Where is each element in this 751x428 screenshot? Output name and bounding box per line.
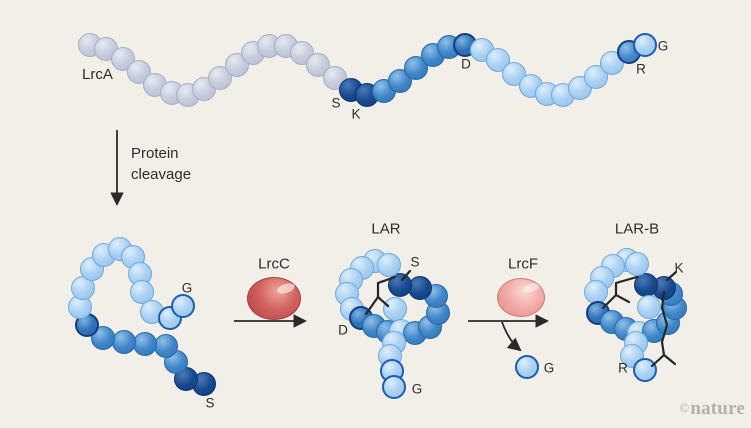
- top_chain-residue-label: G: [657, 38, 669, 54]
- nature-wordmark: nature: [690, 398, 745, 419]
- larb-bead: [637, 295, 661, 319]
- copyright-symbol: ©: [679, 400, 690, 415]
- larb-crosslink-bond: [614, 293, 631, 304]
- cleavage-caption-line1: Protein: [131, 145, 179, 162]
- folded_peptide-bead: [174, 367, 198, 391]
- folded_peptide-bead: [71, 276, 95, 300]
- lar-bead: [383, 297, 407, 321]
- top_chain-bead: [274, 34, 298, 58]
- lar-residue-label: G: [411, 381, 423, 397]
- folded_peptide-residue-label: S: [205, 395, 215, 411]
- lar-bead: [382, 375, 406, 399]
- enzyme-lrcf-label: LrcF: [508, 255, 538, 273]
- product-lar-title: LAR: [371, 220, 401, 238]
- top_chain-residue-label: D: [461, 56, 471, 72]
- folded_peptide-bead: [133, 332, 157, 356]
- larb-bead: [625, 252, 649, 276]
- released_glycine-residue-label: G: [543, 360, 555, 376]
- lar-residue-label: D: [338, 322, 348, 338]
- lar-residue-label: S: [410, 254, 420, 270]
- lar-bead: [408, 276, 432, 300]
- larb-residue-label: K: [674, 260, 684, 276]
- released_glycine-bead: [515, 355, 539, 379]
- folded_peptide-bead: [171, 294, 195, 318]
- larb-residue-label: R: [618, 360, 628, 376]
- larb-bead: [634, 273, 658, 297]
- enzyme-lrcc-oval: [247, 277, 301, 320]
- top_chain-residue-label: R: [636, 61, 646, 77]
- folded_peptide-bead: [80, 257, 104, 281]
- cleavage-caption: Protein cleavage: [131, 143, 191, 185]
- folded_peptide-bead: [112, 330, 136, 354]
- lar-bead: [377, 253, 401, 277]
- arrow-release: [501, 321, 522, 352]
- enzyme-lrcf-oval: [497, 278, 545, 317]
- precursor-label: LrcA: [82, 66, 113, 83]
- larb-crosslink-bond: [662, 353, 677, 366]
- top_chain-residue-label: S: [331, 95, 341, 111]
- nature-watermark: ©nature: [679, 398, 745, 420]
- top_chain-residue-label: K: [351, 106, 361, 122]
- enzyme-lrcc-label: LrcC: [258, 255, 290, 273]
- product-larb-title: LAR-B: [614, 220, 660, 238]
- folded_peptide-bead: [154, 334, 178, 358]
- top_chain-bead: [404, 56, 428, 80]
- top_chain-bead: [633, 33, 657, 57]
- larb-bead: [633, 358, 657, 382]
- cleavage-caption-line2: cleavage: [131, 166, 192, 183]
- folded_peptide-residue-label: G: [181, 280, 193, 296]
